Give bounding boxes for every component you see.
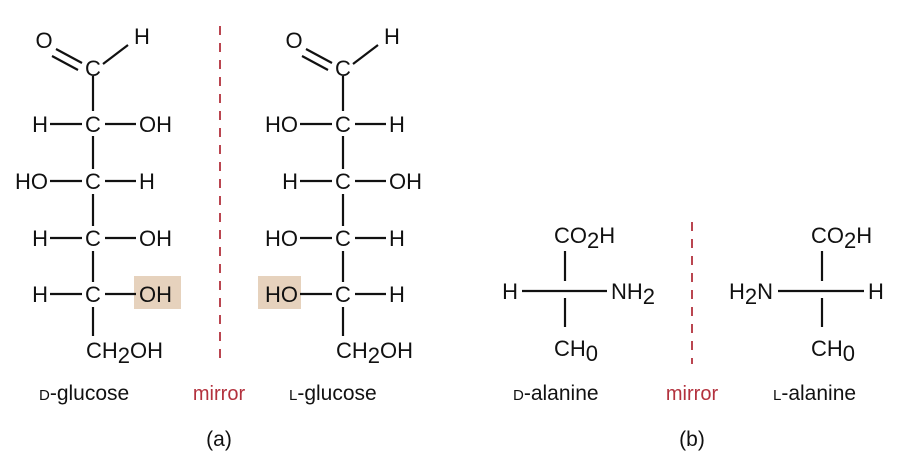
- l-glucose-c2: C: [335, 112, 351, 137]
- d-glucose-c4: C: [85, 226, 101, 251]
- l-glucose-c1: C: [335, 56, 351, 81]
- d-alanine-bottom-group: CH0: [554, 336, 598, 366]
- l-glucose-name: L-glucose: [289, 382, 377, 405]
- l-alanine-right-group: H: [868, 279, 884, 304]
- l-glucose-c3-left: H: [282, 169, 298, 194]
- d-glucose-c5: C: [85, 282, 101, 307]
- d-glucose-aldehyde-h-bond: [102, 44, 129, 65]
- d-glucose-c1: C: [85, 56, 101, 81]
- l-glucose-double-bond-a: [305, 48, 333, 64]
- l-glucose-c3-right: OH: [389, 169, 422, 194]
- l-alanine-bottom-group: CH0: [811, 336, 855, 366]
- d-glucose-double-bond-b: [51, 55, 79, 71]
- d-glucose-c4-right: OH: [139, 226, 172, 251]
- l-glucose-c3: C: [335, 169, 351, 194]
- d-glucose-c3-right: H: [139, 169, 155, 194]
- panel-b-label: (b): [679, 428, 705, 451]
- d-alanine-top-group: CO2H: [554, 223, 615, 253]
- d-glucose-c2-left: H: [32, 112, 48, 137]
- l-alanine-name: L-alanine: [773, 382, 856, 405]
- d-glucose-structure: O C H H C OH HO C H H C OH H C OH CH2OH …: [15, 24, 181, 405]
- d-glucose-highlight: [134, 276, 181, 309]
- l-glucose-aldehyde-h-bond: [352, 44, 379, 65]
- alanine-mirror-label: mirror: [666, 383, 719, 405]
- l-glucose-c2-left: HO: [265, 112, 298, 137]
- d-glucose-name: D-glucose: [39, 382, 129, 405]
- l-glucose-structure: O C H HO C H H C OH HO C H HO C H CH2OH …: [258, 24, 422, 405]
- l-alanine-structure: CO2H H2N H CH0 L-alanine: [729, 223, 884, 405]
- d-alanine-structure: CO2H H NH2 CH0 D-alanine: [502, 223, 655, 405]
- l-glucose-c5-left: HO: [265, 282, 298, 307]
- l-glucose-c5: C: [335, 282, 351, 307]
- glucose-mirror-label: mirror: [193, 383, 246, 405]
- d-glucose-c2: C: [85, 112, 101, 137]
- d-alanine-name: D-alanine: [513, 382, 599, 405]
- d-glucose-c5-right: OH: [139, 282, 172, 307]
- l-glucose-c2-right: H: [389, 112, 405, 137]
- l-glucose-c4-right: H: [389, 226, 405, 251]
- l-glucose-double-bond-b: [301, 55, 329, 71]
- l-glucose-c5-right: H: [389, 282, 405, 307]
- l-glucose-aldehyde-h: H: [384, 24, 400, 49]
- d-glucose-c2-right: OH: [139, 112, 172, 137]
- d-glucose-oxygen: O: [35, 28, 52, 53]
- d-glucose-c5-left: H: [32, 282, 48, 307]
- l-glucose-c4: C: [335, 226, 351, 251]
- d-glucose-aldehyde-h: H: [134, 24, 150, 49]
- l-glucose-c4-left: HO: [265, 226, 298, 251]
- d-glucose-c3-left: HO: [15, 169, 48, 194]
- d-glucose-c3: C: [85, 169, 101, 194]
- d-alanine-left-group: H: [502, 279, 518, 304]
- l-glucose-bottom-group: CH2OH: [336, 338, 413, 368]
- l-glucose-oxygen: O: [285, 28, 302, 53]
- d-glucose-bottom-group: CH2OH: [86, 338, 163, 368]
- l-alanine-top-group: CO2H: [811, 223, 872, 253]
- panel-a-label: (a): [206, 428, 232, 451]
- l-glucose-highlight: [258, 276, 301, 309]
- d-glucose-c4-left: H: [32, 226, 48, 251]
- l-alanine-left-group: H2N: [729, 279, 773, 309]
- d-alanine-right-group: NH2: [611, 279, 655, 309]
- d-glucose-double-bond-a: [55, 48, 83, 64]
